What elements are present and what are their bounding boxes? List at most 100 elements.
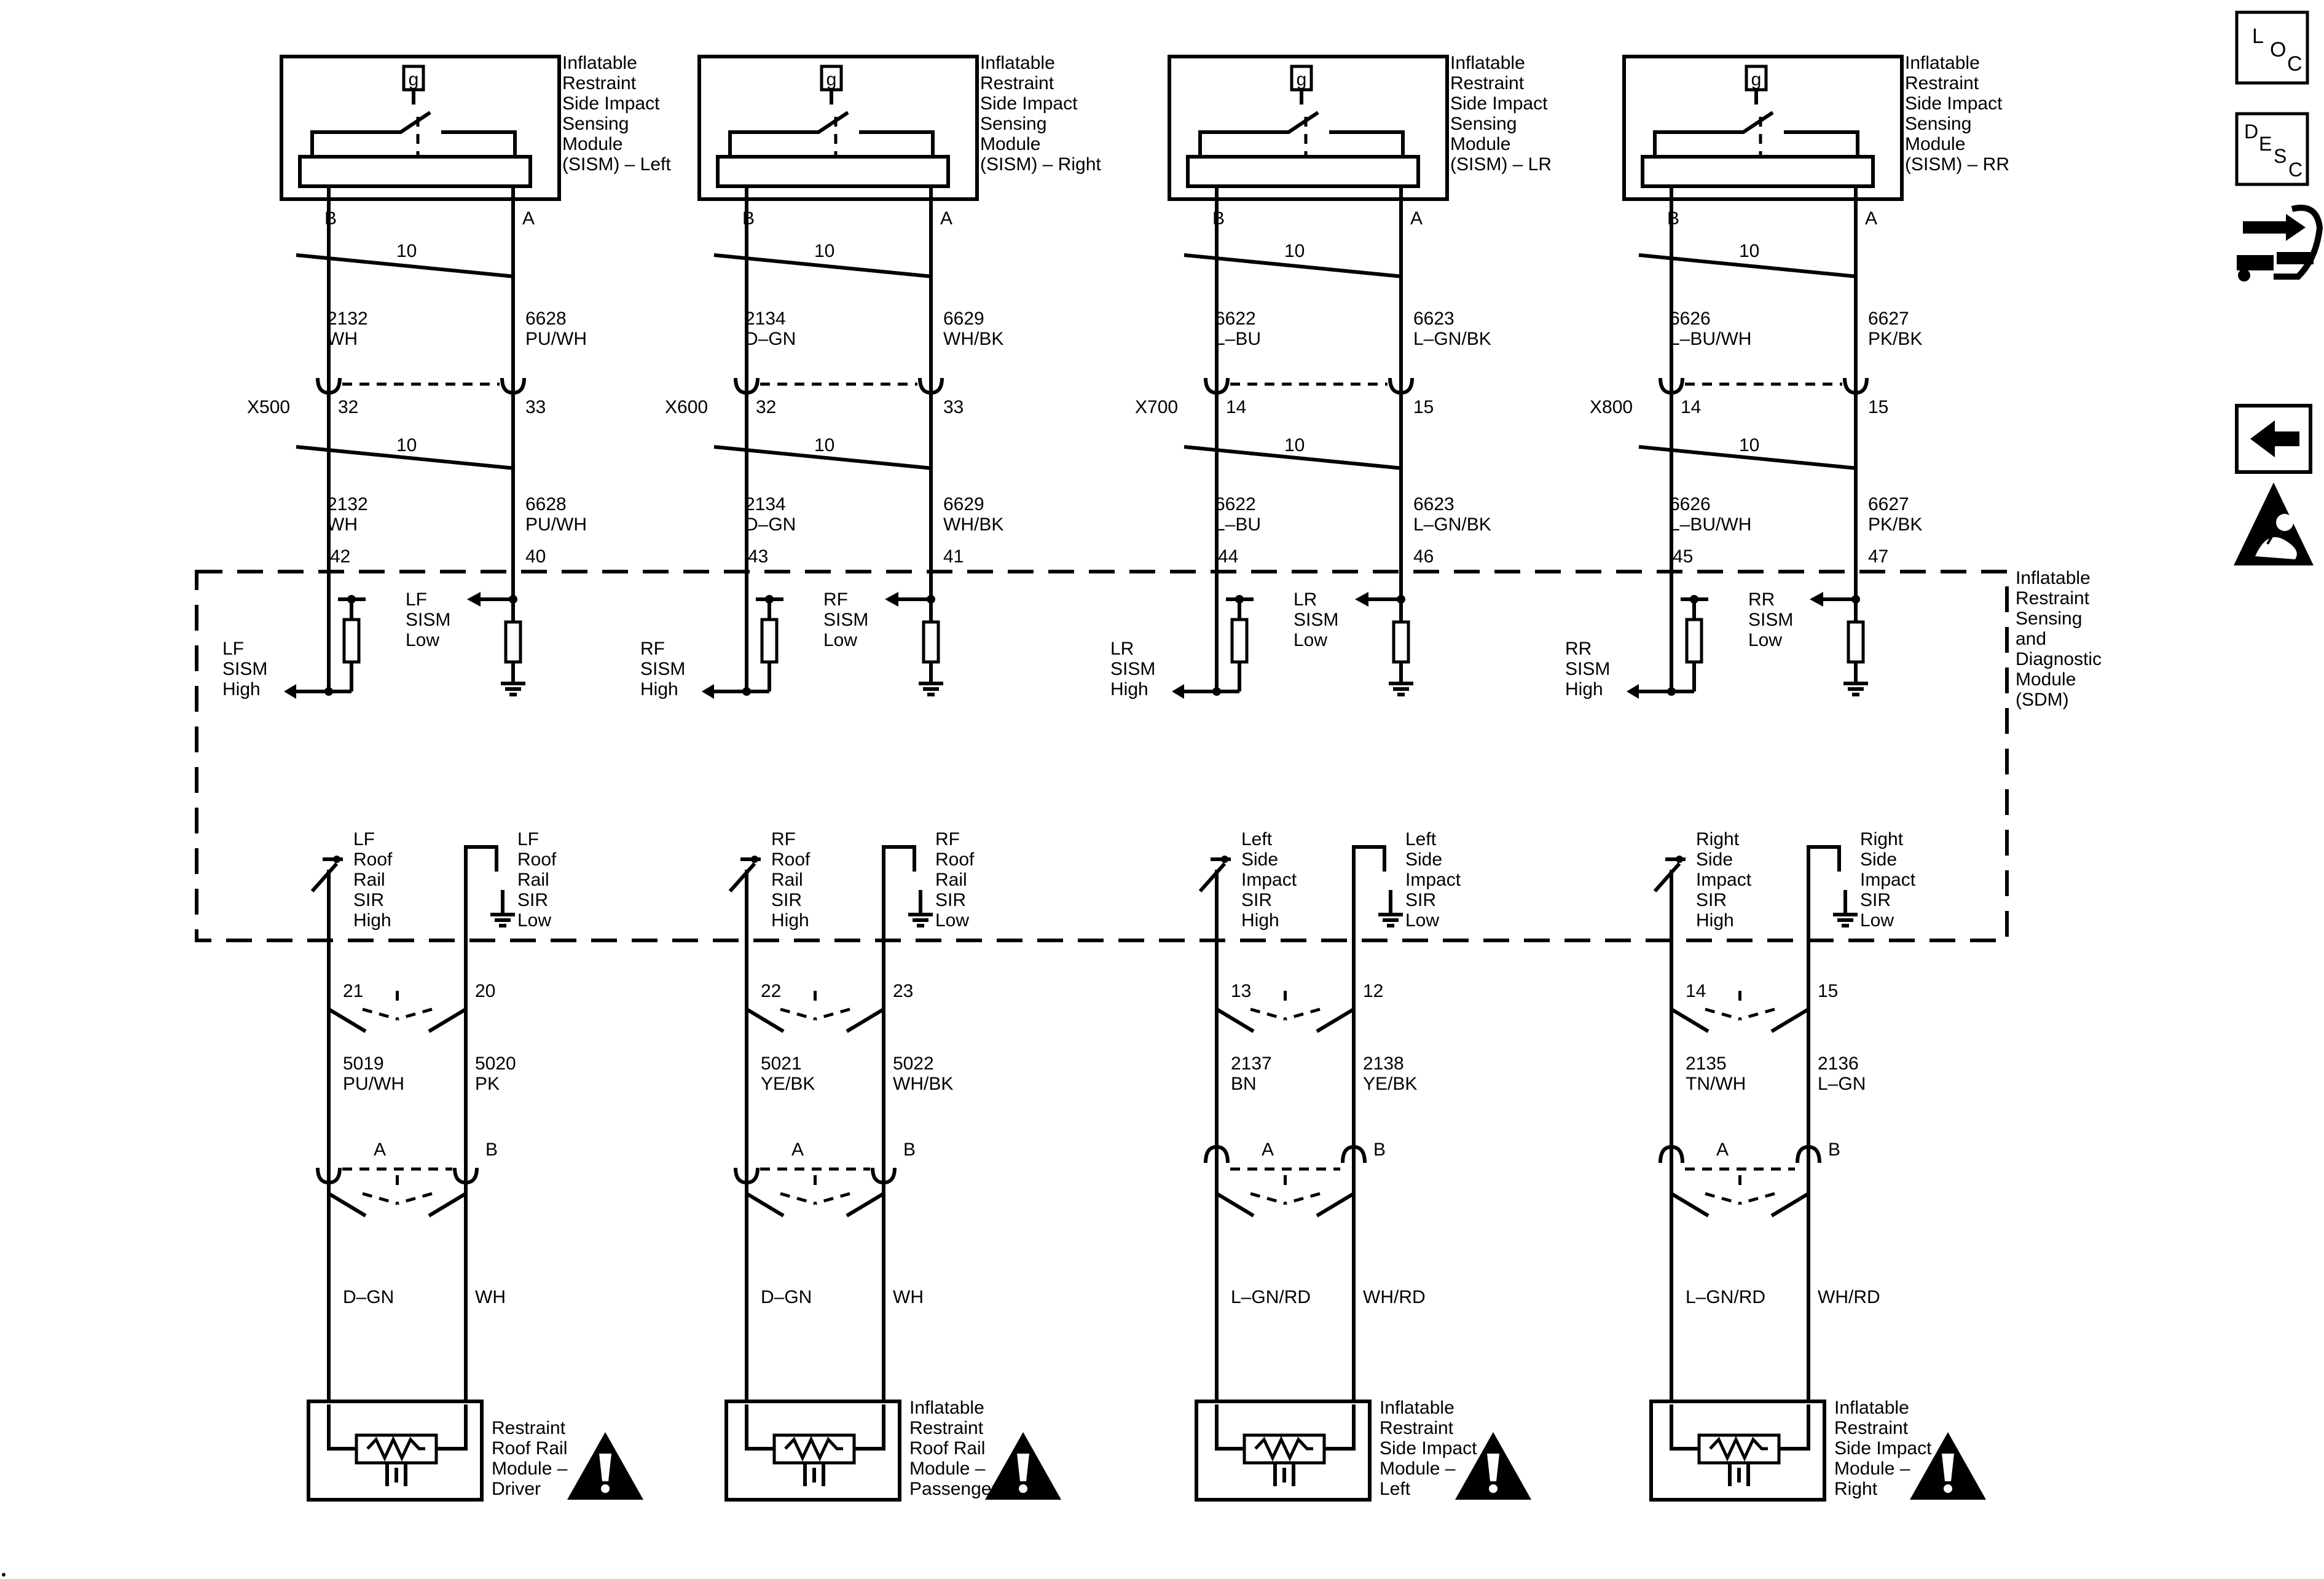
connector-pin-b: 32 xyxy=(338,397,358,417)
module-connector-symbol xyxy=(1670,1175,1810,1218)
circuit-number: 2138 xyxy=(1363,1053,1404,1074)
crossing-dash xyxy=(396,1007,433,1021)
svg-text:E: E xyxy=(2259,133,2272,155)
sdm-connector-symbol xyxy=(328,991,467,1033)
connector-terminal-a xyxy=(1388,377,1414,395)
low-arrow xyxy=(1355,592,1368,607)
connector-pin-b: 14 xyxy=(1226,397,1246,417)
sdm-pin-a: 47 xyxy=(1868,546,1888,567)
low-resistor xyxy=(1392,620,1410,664)
loc-button[interactable]: L O C xyxy=(2235,10,2309,85)
wire-size-bottom: 10 xyxy=(1284,435,1305,455)
sdm-pin-high: 22 xyxy=(761,981,781,1001)
wire-color: BN xyxy=(1231,1074,1257,1094)
circuit-number: 6623 xyxy=(1413,309,1454,329)
pullup-dot xyxy=(765,595,774,604)
wire-color-high: D–GN xyxy=(761,1287,812,1307)
wire-bundle-slash-top xyxy=(296,253,516,278)
wire-color: L–BU xyxy=(1215,514,1261,535)
crossing-dash xyxy=(780,1192,816,1205)
crossing-line xyxy=(1670,1007,1710,1033)
sism-switch-contact xyxy=(859,130,935,157)
module-connector-symbol xyxy=(745,1175,885,1218)
module-pin-b: B xyxy=(485,1140,498,1160)
ground-symbol xyxy=(1843,682,1868,696)
sism-switch xyxy=(310,111,431,157)
connector-pin-a: 33 xyxy=(525,397,546,417)
wire-color-low: WH/RD xyxy=(1818,1287,1880,1307)
high-arrow xyxy=(284,684,296,699)
high-arrow xyxy=(1627,684,1639,699)
module-terminal-b xyxy=(1796,1144,1821,1164)
crossing-dash xyxy=(396,1192,433,1205)
crossing-dash xyxy=(1739,1192,1775,1205)
crossing-line xyxy=(1316,1192,1355,1218)
sir-low-ground xyxy=(1378,913,1403,927)
wire-color: PU/WH xyxy=(525,514,587,535)
connector-end-view-icon[interactable] xyxy=(2237,205,2323,282)
sism-sensor-element xyxy=(1186,155,1420,188)
circuit-number: 6626 xyxy=(1670,309,1711,329)
sdm-pin-low: 15 xyxy=(1818,981,1838,1001)
connector-pin-a: 33 xyxy=(943,397,964,417)
module-terminal-a xyxy=(316,1167,342,1185)
g-sensor-label: g xyxy=(409,69,419,90)
sdm-pin-a: 41 xyxy=(943,546,964,567)
connector-pin-a: 15 xyxy=(1868,397,1888,417)
crossing-line xyxy=(846,1192,885,1218)
circuit-number: 6622 xyxy=(1215,309,1256,329)
wire-color-high: D–GN xyxy=(343,1287,394,1307)
crossing-dash xyxy=(1705,1192,1741,1205)
svg-text:S: S xyxy=(2274,145,2287,167)
circuit-number: 6627 xyxy=(1868,494,1909,514)
sism-pin-b: B xyxy=(742,208,755,229)
crossing-line xyxy=(1215,1007,1255,1033)
high-resistor xyxy=(1230,618,1249,664)
connector-terminal-a xyxy=(918,377,944,395)
wire-color: L–BU/WH xyxy=(1670,329,1751,349)
crossing-line xyxy=(745,1192,785,1218)
sdm-connector-symbol xyxy=(745,991,885,1033)
crossing-line xyxy=(1215,1192,1255,1218)
crossing-line xyxy=(428,1192,467,1218)
crossing-line xyxy=(1670,1192,1710,1218)
sdm-label: Inflatable Restraint Sensing and Diagnos… xyxy=(2016,568,2106,710)
sism-pin-b: B xyxy=(1212,208,1225,229)
circuit-number: 6626 xyxy=(1670,494,1711,514)
squib-resistor xyxy=(784,1436,843,1462)
wire-color: PK/BK xyxy=(1868,329,1922,349)
module-pin-a: A xyxy=(1716,1140,1729,1160)
wire-bundle-slash-bottom xyxy=(713,445,933,470)
squib-resistor xyxy=(1709,1436,1768,1462)
wire-size-bottom: 10 xyxy=(1739,435,1759,455)
circuit-number: 2132 xyxy=(327,309,368,329)
wire-bundle-slash-top xyxy=(1184,253,1403,278)
low-resistor xyxy=(922,620,940,664)
module-pin-b: B xyxy=(1828,1140,1840,1160)
back-button[interactable] xyxy=(2235,404,2312,474)
sdm-pin-b: 43 xyxy=(748,546,768,567)
back-arrow-icon xyxy=(2250,420,2299,457)
module-connector-symbol xyxy=(328,1175,467,1218)
circuit-number: 2137 xyxy=(1231,1053,1272,1074)
desc-button[interactable]: D E S C xyxy=(2235,112,2309,186)
warning-icon xyxy=(567,1432,643,1500)
squib-resistor xyxy=(366,1436,425,1462)
crossing-line xyxy=(846,1007,885,1033)
inline-connector-name: X500 xyxy=(247,397,290,417)
module-terminal-b xyxy=(453,1167,479,1185)
wire-bundle-slash-bottom xyxy=(296,445,516,470)
module-terminal-b xyxy=(871,1167,897,1185)
connector-terminal-b xyxy=(316,377,342,395)
airbag-warning-icon xyxy=(2234,482,2314,565)
module-terminal-a xyxy=(734,1167,760,1185)
